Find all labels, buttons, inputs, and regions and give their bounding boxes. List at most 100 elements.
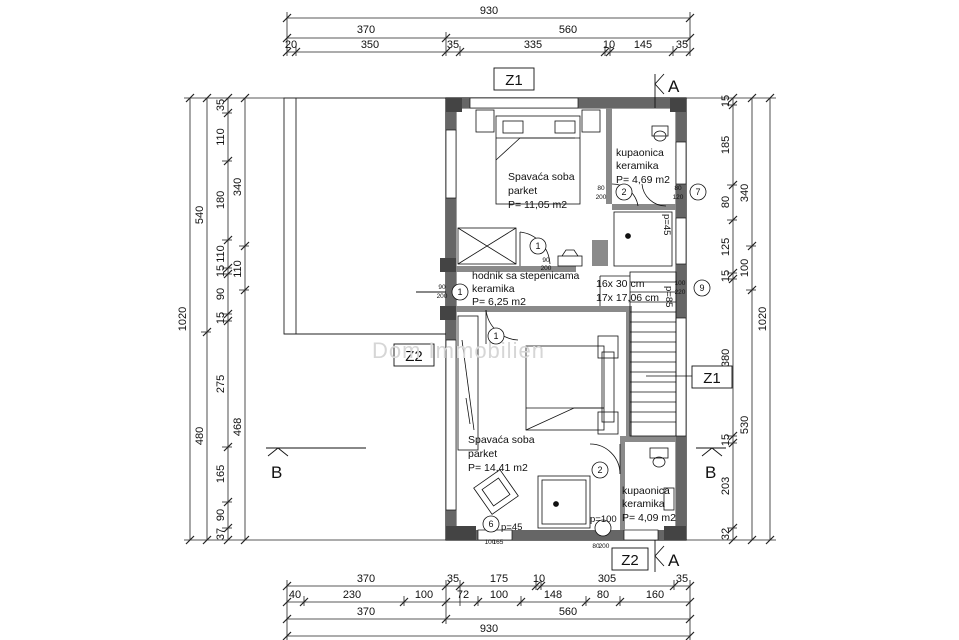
- section-tags: Z1 Z2 Z1 Z2 A A B B: [271, 67, 733, 571]
- dim-bottom-left: 370: [357, 606, 375, 618]
- bottom-dimension-labels: 370 35 175 10 305 35 40 230 100 72 100 1…: [289, 573, 688, 635]
- section-a-bottom: A: [668, 551, 680, 570]
- opening-markers: [451, 183, 711, 537]
- door2-number: 2: [621, 187, 626, 197]
- window9-width: 100: [675, 280, 686, 287]
- dim-left-seg: 90: [215, 509, 227, 521]
- dim-top-seg: 335: [524, 39, 542, 51]
- dim-left-seg: 35: [215, 99, 227, 111]
- sill-p45-upper: p=45: [661, 214, 672, 235]
- dim-left-total: 1020: [177, 307, 189, 331]
- door1-height: 200: [541, 265, 552, 272]
- dim-top-right: 560: [559, 24, 577, 36]
- left-dimensions: [184, 93, 450, 545]
- room-bedroom1-area: P= 11,05 m2: [508, 199, 567, 211]
- room-bathroom2-area: P= 4,09 m2: [622, 512, 676, 524]
- bed-upper: [475, 109, 601, 205]
- stairs-line1: 16x 30 cm: [596, 278, 645, 290]
- room-labels: Spavaća soba parket P= 11,05 m2 kupaonic…: [468, 147, 676, 524]
- top-dimension-labels: 930 370 560 20 350 35 335 10 145 35: [285, 5, 688, 51]
- toilet-lower: [649, 447, 669, 468]
- dim-bottom-seg: 160: [646, 589, 664, 601]
- sill-heights: p=45 p=45 p=85 p=100: [501, 214, 674, 533]
- walls: [440, 97, 687, 541]
- room-bathroom2-floor: keramika: [622, 498, 665, 510]
- tag-z2-left: Z2: [405, 348, 423, 365]
- dim-bottom-seg: 148: [544, 589, 562, 601]
- window6-width: 100: [485, 539, 496, 546]
- dim-bottom-seg: 35: [676, 573, 688, 585]
- dim-top-seg: 20: [285, 39, 297, 51]
- dim-left-seg: 15: [215, 265, 227, 277]
- dim-top-seg: 10: [603, 39, 615, 51]
- door1c-number: 1: [493, 331, 498, 341]
- door-swing-2b: [589, 443, 621, 475]
- bed-lower: [525, 335, 619, 435]
- dim-bottom-seg: 72: [457, 589, 469, 601]
- section-b-left: B: [271, 463, 282, 482]
- dim-right-seg: 15: [720, 270, 732, 282]
- tag-z2-bottom: Z2: [621, 552, 639, 569]
- dim-left-inner: 468: [232, 418, 244, 436]
- room-bathroom2-name: kupaonica: [622, 485, 670, 497]
- armchair-lower: [473, 469, 519, 515]
- door1-number: 1: [535, 241, 540, 251]
- dim-right-seg: 15: [720, 434, 732, 446]
- window6-height: 165: [493, 539, 504, 546]
- washbasin-lower: [663, 487, 675, 511]
- dim-bottom-seg: 100: [415, 589, 433, 601]
- window7-number: 7: [695, 187, 700, 197]
- dim-bottom-seg: 370: [357, 573, 375, 585]
- staircase: [599, 271, 692, 437]
- door1b-number: 1: [457, 287, 462, 297]
- dim-bottom-seg: 100: [490, 589, 508, 601]
- door1-width: 90: [542, 257, 550, 264]
- dim-bottom-seg: 305: [598, 573, 616, 585]
- section-a-top: A: [668, 77, 680, 96]
- room-bathroom1-area: P= 4,69 m2: [616, 174, 670, 186]
- dim-right-mid: 340: [739, 184, 751, 202]
- left-dimension-labels: 1020 540 480 35 110 180 110 15 90 15 275…: [177, 99, 244, 540]
- dim-right-mid: 530: [739, 416, 751, 434]
- room-bedroom2-area: P= 14,41 m2: [468, 462, 528, 474]
- dim-left-seg: 15: [215, 312, 227, 324]
- dim-right-seg: 125: [720, 238, 732, 256]
- room-bathroom1-name: kupaonica: [616, 147, 664, 159]
- dim-bottom-seg: 10: [533, 573, 545, 585]
- door2b-height: 200: [599, 543, 610, 550]
- dim-right-seg: 32: [720, 528, 732, 540]
- right-dimensions: [686, 93, 776, 545]
- door1b-height: 200: [437, 293, 448, 300]
- nightstand-hall: [557, 249, 583, 267]
- watermark: Dom Immobilien: [372, 338, 545, 363]
- dim-bottom-right: 560: [559, 606, 577, 618]
- door2b-number: 2: [597, 465, 602, 475]
- dim-top-seg: 35: [676, 39, 688, 51]
- wardrobe-upper: [457, 227, 517, 265]
- door2b-width: 80: [592, 543, 600, 550]
- dim-left-upper: 540: [194, 206, 206, 224]
- dim-left-lower: 480: [194, 427, 206, 445]
- section-b-right: B: [705, 463, 716, 482]
- dim-left-inner: 110: [232, 260, 244, 278]
- window7-width: 80: [674, 185, 682, 192]
- dim-left-seg: 275: [215, 375, 227, 393]
- tag-z1-top: Z1: [505, 72, 523, 89]
- dim-right-seg: 80: [720, 196, 732, 208]
- dim-bottom-seg: 175: [490, 573, 508, 585]
- dim-left-seg: 90: [215, 288, 227, 300]
- dim-top-seg: 350: [361, 39, 379, 51]
- toilet-upper: [651, 125, 669, 142]
- room-bathroom1-floor: keramika: [616, 160, 659, 172]
- opening-numbers: 1 1 1 2 2 7 9 6: [457, 187, 704, 529]
- dim-right-seg: 380: [720, 349, 732, 367]
- stairs-line2: 17x 17,06 cm: [596, 292, 659, 304]
- dim-bottom-seg: 80: [597, 589, 609, 601]
- door2-height: 200: [596, 194, 607, 201]
- window9-height: 220: [675, 289, 686, 296]
- room-hall-name: hodnik sa stepenicama: [472, 270, 580, 282]
- room-hall-area: P= 6,25 m2: [472, 296, 526, 308]
- dim-right-seg: 15: [720, 95, 732, 107]
- wardrobe-lower: [457, 315, 479, 451]
